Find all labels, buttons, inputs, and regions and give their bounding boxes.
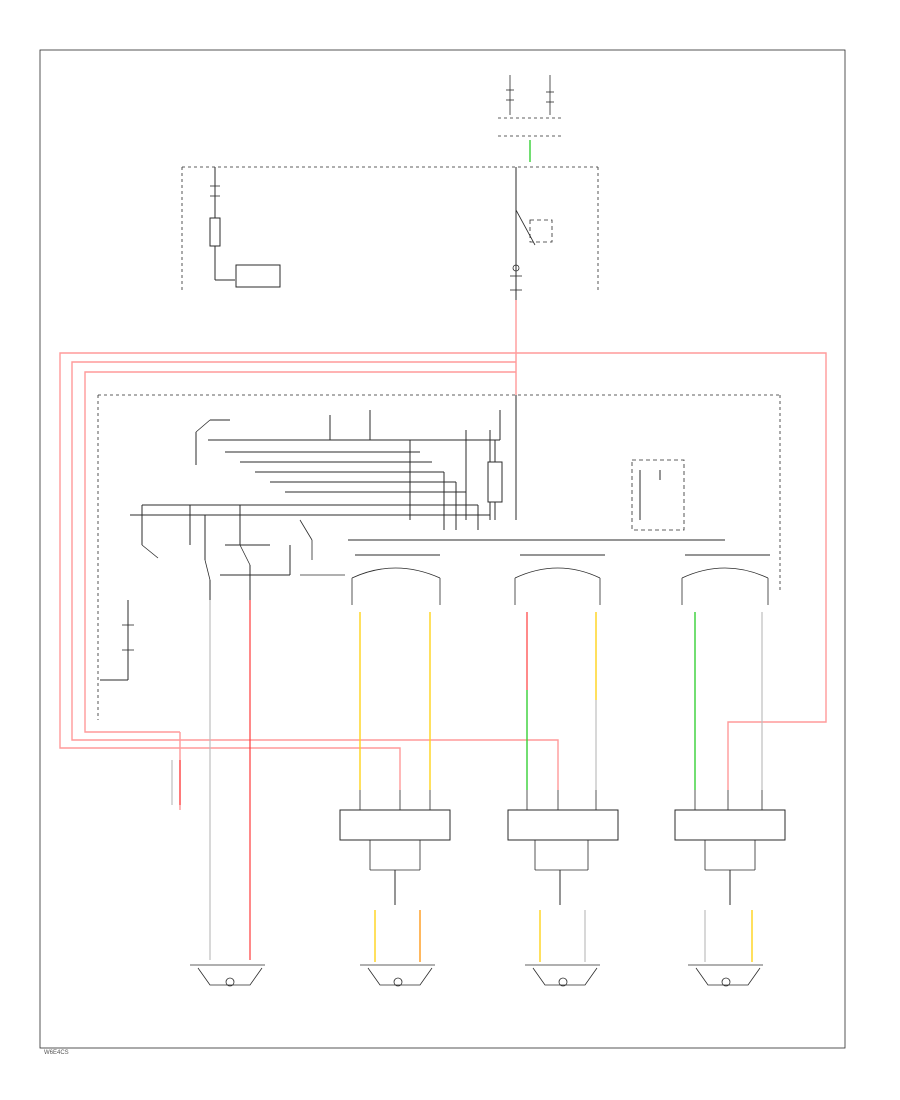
fuse-block-top xyxy=(498,75,562,162)
right-rear-wires xyxy=(694,612,763,790)
passenger-wires xyxy=(359,612,431,790)
passenger-window-motor xyxy=(360,964,435,987)
driver-wires xyxy=(209,600,251,960)
figure-id: W6E4CS xyxy=(44,1050,69,1056)
passenger-switch-segment xyxy=(351,567,441,605)
left-rear-window-motor xyxy=(525,964,600,987)
diagram-frame xyxy=(39,49,846,1049)
right-rear-window-motor xyxy=(688,964,763,987)
passenger-door-switch xyxy=(339,790,451,962)
right-rear-door-switch xyxy=(674,790,786,962)
left-side-ladder xyxy=(100,600,181,805)
left-rear-switch-segment xyxy=(514,567,601,605)
relay-coil xyxy=(487,461,503,503)
module-box-left xyxy=(235,264,281,288)
left-rear-wires xyxy=(526,612,597,790)
driver-window-motor xyxy=(190,964,265,987)
master-window-switch xyxy=(97,394,781,720)
power-feed-loop xyxy=(59,352,827,810)
enable-switch-box xyxy=(631,459,685,531)
left-rear-door-switch xyxy=(507,790,619,962)
right-rear-switch-segment xyxy=(681,567,769,605)
junction-box-top xyxy=(181,166,599,395)
